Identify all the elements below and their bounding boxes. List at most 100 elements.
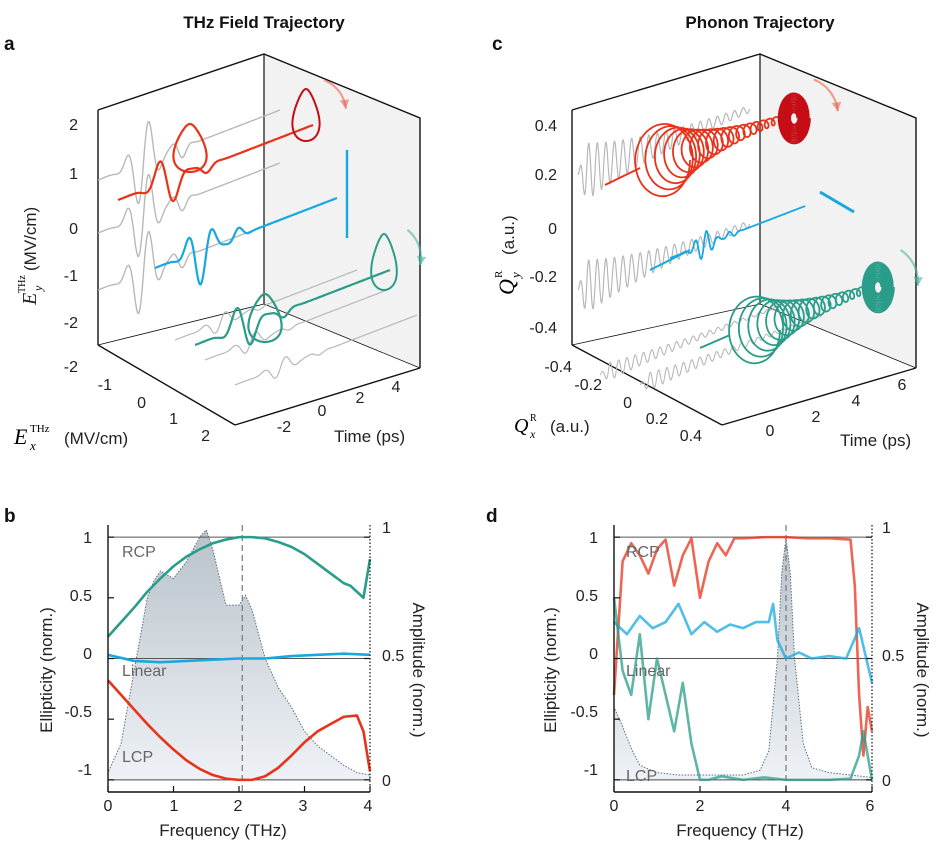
panel-c-ytick: -0.2 <box>529 269 557 286</box>
panel-a-box-top <box>97 53 421 368</box>
panel-c-ytick: 0.2 <box>535 167 557 184</box>
panel-d-ytick-left: 1 <box>589 530 598 547</box>
series-rcp <box>612 535 874 757</box>
lcp-rotation-arrow-head <box>416 255 427 266</box>
panel-c-traces <box>577 78 923 390</box>
gray-projection-y-rcp <box>97 109 281 205</box>
svg-text:(MV/cm): (MV/cm) <box>21 207 40 271</box>
panel-d-xtick: 0 <box>610 798 619 815</box>
gray-projection-y-linear <box>97 162 281 257</box>
gray-projection-y-lcp <box>577 222 751 310</box>
panel-b-xtick: 2 <box>234 798 243 815</box>
series-lcp <box>612 597 874 782</box>
panel-a-floor-edge <box>97 303 265 346</box>
svg-text:(MV/cm): (MV/cm) <box>64 429 128 448</box>
panel-c-taxis <box>721 367 917 426</box>
panel-a-ytick: 0 <box>69 221 78 238</box>
panel-a-ttick: 2 <box>356 390 365 407</box>
linear-wall-line <box>819 190 855 214</box>
panel-c-xtick: 0.4 <box>680 428 702 445</box>
panel-a-ttick: 4 <box>392 379 401 396</box>
panel-d-ytick-left: 0.5 <box>576 588 598 605</box>
panel-d-ytick-right: 1 <box>882 520 891 537</box>
panel-letter-b: b <box>4 506 16 527</box>
series-lcp <box>107 679 372 782</box>
panel-b-xtick: 0 <box>104 798 113 815</box>
lcp-phonon-spiral <box>728 284 874 365</box>
lcp-phonon-lead <box>699 334 731 349</box>
panel-a: a THz Field Trajectory 2 1 0 -1 -2 -2 -1… <box>4 13 427 453</box>
panel-b-plot <box>107 525 372 793</box>
panel-c-ttick: 6 <box>898 377 907 394</box>
rcp-field-loop <box>172 122 208 174</box>
panel-d-rcp-label: RCP <box>626 544 660 561</box>
panel-b-ytick-right: 1 <box>382 520 391 537</box>
panel-d-ylabel-right: Amplitude (norm.) <box>913 602 932 737</box>
panel-c-ytick: -0.4 <box>529 320 557 337</box>
panel-a-xtick: -1 <box>98 377 112 394</box>
panel-c-box-top <box>571 53 917 368</box>
lcp-wall-spiral <box>861 261 895 314</box>
panel-d-ytick-right: 0 <box>882 773 891 790</box>
panel-a-ttick: -2 <box>277 419 291 436</box>
gray-projection-x-3 <box>234 314 418 386</box>
svg-text:R: R <box>493 270 505 278</box>
rcp-phonon-lead <box>604 167 641 186</box>
panel-b-xtick: 3 <box>299 798 308 815</box>
panel-c-xtick: 0.2 <box>646 411 668 428</box>
panel-b-ytick-left: -0.5 <box>64 704 92 721</box>
panel-a-xtick: 0 <box>137 395 146 412</box>
panel-b-xlabel: Frequency (THz) <box>159 821 287 840</box>
panel-letter-d: d <box>486 506 498 527</box>
panel-a-floor-edge-2 <box>263 303 421 369</box>
svg-text:THz: THz <box>17 275 28 293</box>
panel-a-xtick: -2 <box>64 359 78 376</box>
lcp-rotation-arrow-head <box>913 276 923 286</box>
panel-a-tlabel: Time (ps) <box>334 427 405 446</box>
linear-phonon-trace <box>669 205 806 261</box>
panel-b-ylabel-left: Ellipticity (norm.) <box>37 607 56 733</box>
panel-d-ytick-left: 0 <box>589 646 598 663</box>
panel-a-xaxis <box>97 344 236 426</box>
panel-c: c Phonon Trajectory 0.4 0.2 0 -0.2 -0.4 … <box>492 13 923 450</box>
panel-b-ytick-left: 0.5 <box>70 588 92 605</box>
panel-a-ytick: 2 <box>69 117 78 134</box>
panel-d-lcp-label: LCP <box>626 768 657 785</box>
panel-d-xtick: 4 <box>782 798 791 815</box>
svg-text:x: x <box>529 427 536 441</box>
svg-text:THz: THz <box>30 423 50 435</box>
panel-a-ytick: 1 <box>69 166 78 183</box>
svg-text:y: y <box>31 285 45 292</box>
gray-projection-y-lcp <box>97 219 281 314</box>
svg-text:E: E <box>13 424 28 449</box>
panel-d-ytick-left: -1 <box>584 762 598 779</box>
panel-b-ylabel-right: Amplitude (norm.) <box>409 602 428 737</box>
panel-b-ytick-left: 1 <box>83 530 92 547</box>
panel-a-ylabel: E y THz (MV/cm) <box>17 207 45 306</box>
series-rcp <box>107 535 372 638</box>
panel-d-xlabel: Frequency (THz) <box>676 821 804 840</box>
svg-text:Q: Q <box>514 415 529 437</box>
svg-text:y: y <box>508 272 523 280</box>
panel-c-floor-edge-2 <box>759 303 917 369</box>
panel-c-ttick: 0 <box>766 423 775 440</box>
panel-d-ylabel-left: Ellipticity (norm.) <box>541 607 560 733</box>
panel-letter-a: a <box>4 34 15 55</box>
series-linear <box>107 652 371 664</box>
gray-projection-x-1 <box>174 269 358 341</box>
panel-c-tlabel: Time (ps) <box>840 431 911 450</box>
panel-c-ytick: 0.4 <box>535 118 557 135</box>
gray-projection-x-2 <box>639 314 823 390</box>
panel-b-ytick-right: 0.5 <box>382 648 404 665</box>
lcp-wall-loop <box>370 233 398 291</box>
gray-projection-x-1 <box>599 304 783 380</box>
panel-d-ytick-left: -0.5 <box>570 704 598 721</box>
panel-c-floor-edge <box>571 303 761 346</box>
svg-text:Q: Q <box>494 279 519 295</box>
rcp-wall-loop <box>291 88 321 142</box>
panel-a-taxis <box>234 367 421 426</box>
panel-c-xtick: -0.2 <box>574 377 602 394</box>
panel-c-xlabel: Q x R (a.u.) <box>514 413 590 441</box>
panel-b-linear-label: Linear <box>122 663 167 680</box>
panel-c-xaxis <box>571 344 723 426</box>
